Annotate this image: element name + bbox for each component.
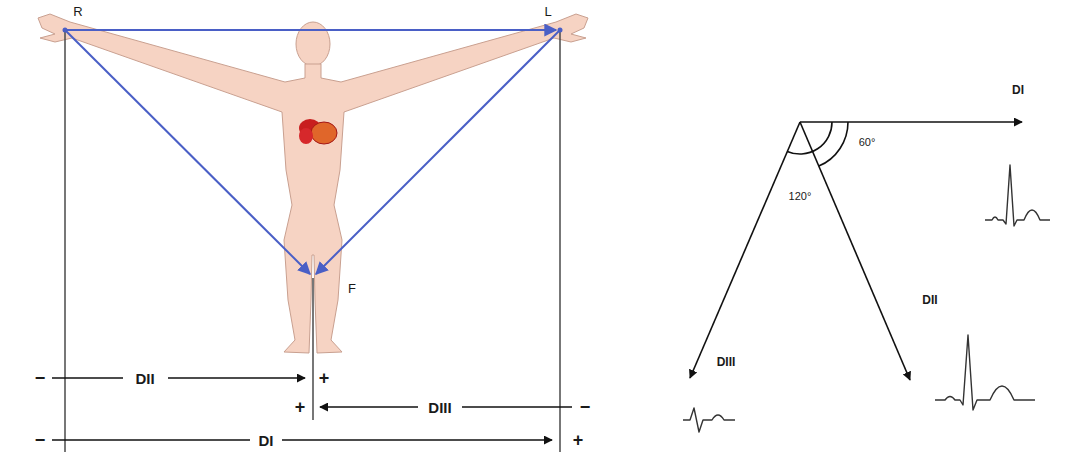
heart-ventricle <box>311 122 337 144</box>
ecg-waveform <box>985 165 1050 226</box>
lead-name: DIII <box>717 356 736 368</box>
electrode-label: L <box>544 5 551 18</box>
lead-wire <box>559 30 561 452</box>
lead-name: DIII <box>426 399 453 416</box>
einthoven-triangle <box>65 30 560 274</box>
ecg-waveforms <box>683 165 1050 432</box>
electrode-point <box>63 28 68 33</box>
lead-wire <box>64 30 66 452</box>
lead-arrows <box>52 378 572 440</box>
polarity-sign: − <box>33 430 48 450</box>
electrode-label: F <box>348 282 356 295</box>
heart <box>299 119 337 144</box>
lead-arrow <box>168 377 305 379</box>
head <box>296 22 330 66</box>
lead-name: DI <box>1012 84 1024 96</box>
polarity-sign: + <box>293 397 308 417</box>
lead-arrow <box>282 439 552 441</box>
angle-arc <box>787 122 832 154</box>
polarity-sign: − <box>33 368 48 388</box>
ecg-waveform <box>935 335 1035 410</box>
angle-label: 120° <box>789 191 812 202</box>
lead-vector <box>800 122 910 380</box>
lead-name: DII <box>133 370 156 387</box>
triangle-side <box>65 29 556 31</box>
lead-arrow <box>52 439 250 441</box>
lead-arrow <box>462 406 572 408</box>
electrode-point <box>558 28 563 33</box>
ecg-waveform <box>683 408 735 432</box>
triangle-side <box>316 30 560 274</box>
lead-vector <box>690 122 800 378</box>
electrode-label: R <box>73 5 82 18</box>
polarity-sign: + <box>571 430 586 450</box>
lead-arrow <box>52 377 123 379</box>
polarity-sign: + <box>317 368 332 388</box>
angle-label: 60° <box>859 137 876 148</box>
polarity-sign: − <box>578 397 593 417</box>
triangle-side <box>65 30 310 274</box>
heart-ventricle <box>299 128 313 144</box>
lead-wire <box>312 278 314 420</box>
lead-vectors <box>690 122 1022 380</box>
lead-name: DII <box>922 294 937 306</box>
lead-vector <box>800 121 1022 123</box>
lead-name: DI <box>257 432 276 449</box>
lead-arrow <box>320 406 418 408</box>
lead-wires <box>65 30 560 452</box>
